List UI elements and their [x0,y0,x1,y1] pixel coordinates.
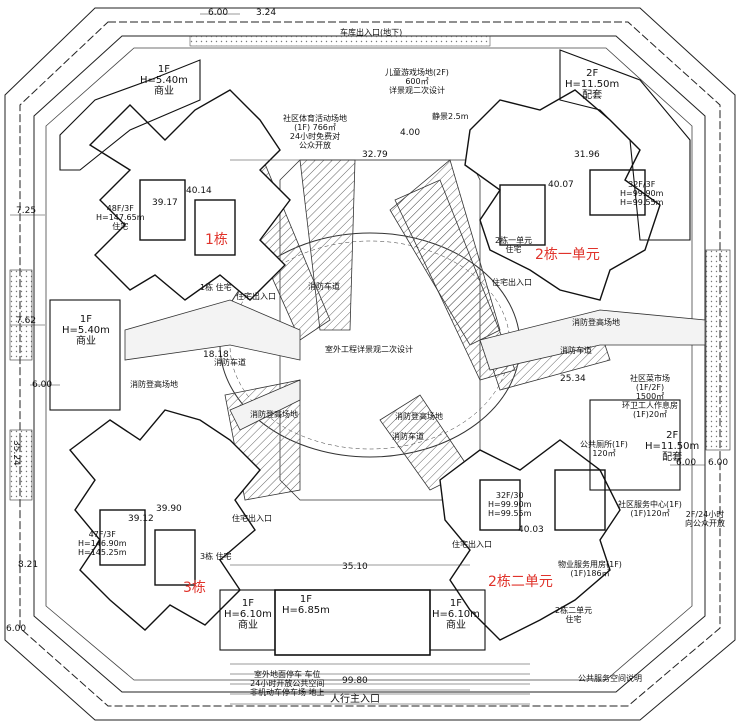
dim-3524: 35.24 [11,440,21,466]
dim-4007: 40.07 [548,180,574,190]
site-boundary [4,7,736,721]
commercial-blocks [49,49,691,656]
dim-4003: 40.03 [518,525,544,535]
bottom-entrance-label: 人行主入口 [330,694,380,705]
b2a-unit-label: 2栋一单元 住宅 [495,236,533,254]
sidewalk-strips [9,35,731,501]
fire-road-label-3: 消防车道 [308,282,340,291]
building-3-outline [68,409,261,631]
fire-roads [124,299,706,431]
b1-info-label: 48F/3F H=147.65m 住宅 [96,204,145,231]
b3-entrance-label: 住宅出入口 [232,514,272,523]
b1-entrance-label: 住宅出入口 [236,292,276,301]
fire-road-label-4: 消防车道 [392,432,424,441]
fire-road-label-1: 消防车道 [214,358,246,367]
dim-3196: 31.96 [574,150,600,160]
right-note-label: 2F/24小时 向公众开放 [685,510,725,528]
dim-324: 3.24 [256,8,277,18]
b3-unit-label: 3栋 住宅 [200,552,232,561]
center-design-label: 室外工程详景观二次设计 [325,345,413,354]
community-center-label: 社区服务中心(1F) (1F)120㎡ [618,500,682,518]
w-commercial-label: 1F H=5.40m 商业 [62,314,110,347]
jingjing-top-label: 静景2.5m [432,112,469,121]
dim-600-r: 6.00 [676,458,697,468]
b2a-info-label: 32F/3F H=99.90m H=99.55m [620,180,664,207]
fire-site-label-4: 消防登高场地 [395,412,443,421]
building-2a-label: 2栋一单元 [535,247,600,263]
dim-600-r2: 6.00 [708,458,729,468]
building-1-label: 1栋 [205,232,228,248]
dimension-lines [10,13,705,691]
dim-821: 8.21 [18,560,39,570]
top-entrance-label: 车库出入口(地下) [340,28,403,37]
dim-762: 7.62 [16,316,37,326]
kids-play-label: 儿童游戏场地(2F) 600㎡ 详景观二次设计 [385,68,449,95]
bottom-notes-label: 室外地面停车 车位 24小时开放公共空间 非机动车停车场 地上 [250,670,325,697]
bottom-parking [230,663,530,705]
property-label: 物业服务用房(1F) (1F)186㎡ [558,560,622,578]
dim-1818: 18.18 [203,350,229,360]
dim-3912: 39.12 [128,514,154,524]
ne-support-label: 2F H=11.50m 配套 [565,68,620,101]
fire-road-label-2: 消防车道 [560,346,592,355]
b2b-unit-label: 2栋二单元 住宅 [555,606,593,624]
dim-3917: 39.17 [152,198,178,208]
fire-site-label-2: 消防登高场地 [572,318,620,327]
nw-commercial-label: 1F H=5.40m 商业 [140,64,188,97]
bottom-center-label: 1F H=6.85m [282,594,330,616]
b2b-info-label: 32F/30 H=99.90m H=99.55m [488,491,532,518]
dim-3990: 39.90 [156,504,182,514]
dim-600-bl: 6.00 [6,624,27,634]
fire-site-label-1: 消防登高场地 [130,380,178,389]
dim-3510: 35.10 [342,562,368,572]
b2a-entrance-label: 住宅出入口 [492,278,532,287]
dim-9980: 99.80 [342,676,368,686]
dim-2534: 25.34 [560,374,586,384]
community-vegetable-label: 社区菜市场 (1F/2F) 1500㎡ 环卫工人作息房 (1F)20㎡ [622,374,678,419]
bottom-commercial-right-label: 1F H=6.10m 商业 [432,598,480,631]
building-2a-outline [464,89,661,301]
building-2b-label: 2栋二单元 [488,574,553,590]
building-3-label: 3栋 [183,580,206,596]
fire-access-zones [214,139,611,501]
se-support-label: 2F H=11.50m 配套 [645,430,700,463]
dim-3279: 32.79 [362,150,388,160]
public-toilet-label: 公共厕所(1F) 120㎡ [580,440,628,458]
dim-600-top: 6.00 [208,8,229,18]
dim-725: 7.25 [16,206,37,216]
b3-info-label: 47F/3F H=146.90m H=145.25m [78,530,127,557]
bottom-commercial-left-label: 1F H=6.10m 商业 [224,598,272,631]
community-sports-label: 社区体育活动场地 (1F) 766㎡ 24小时免费对 公众开放 [283,114,347,150]
b2b-entrance-label: 住宅出入口 [452,540,492,549]
dim-400: 4.00 [400,128,421,138]
dim-4014: 40.14 [186,186,212,196]
se-sign-label: 公共服务空间说明 [578,674,642,683]
fire-site-label-3: 消防登高场地 [250,410,298,419]
dim-600-l: 6.00 [32,380,53,390]
b1-unit-label: 1栋 住宅 [200,283,232,292]
building-1-outline [88,89,291,301]
